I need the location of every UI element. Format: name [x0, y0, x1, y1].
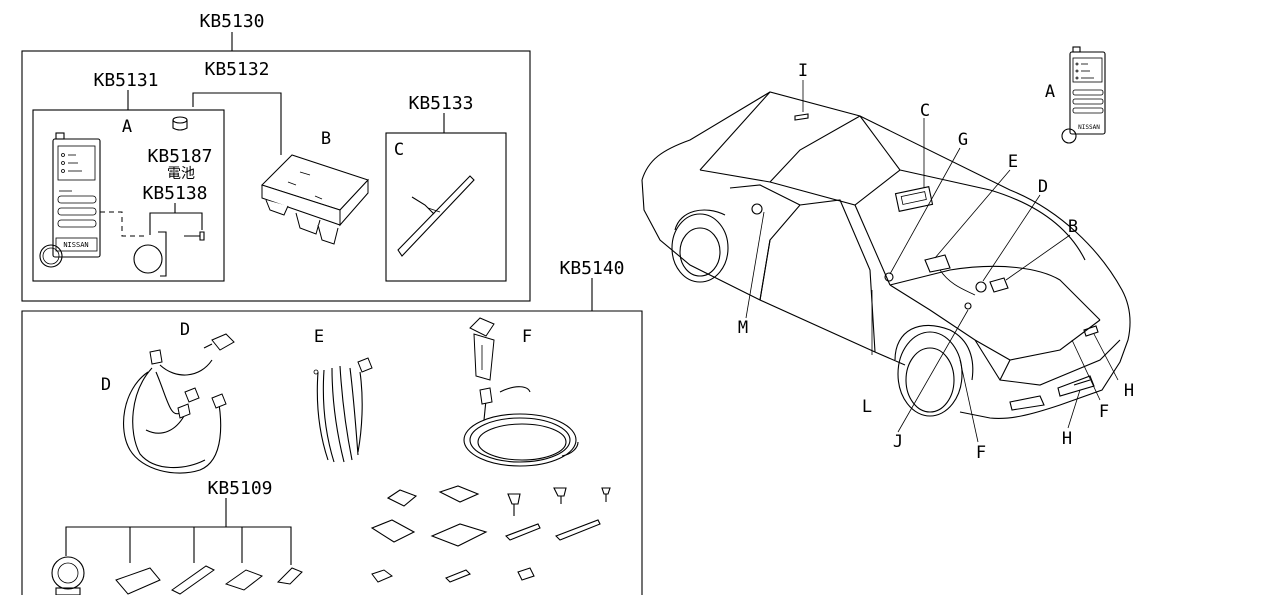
letter-f-car-bottom: F [976, 443, 986, 463]
letter-e-car: E [1008, 152, 1018, 172]
letter-h-car-bottom: H [1062, 429, 1072, 449]
letter-m-car: M [738, 318, 748, 338]
letter-f-car-right: F [1099, 402, 1109, 422]
kit-kb5140-box [21, 310, 643, 595]
letter-c-car: C [920, 101, 930, 121]
remote-brand-text-small: NISSAN [1078, 124, 1100, 131]
letter-f-part: F [522, 327, 532, 347]
kit-kb5140-group: KB5140 D D E [21, 258, 643, 595]
kit-kb5130-box [21, 50, 531, 302]
kit-kb5132-label: KB5132 [204, 59, 269, 80]
letter-h-car-right: H [1124, 381, 1134, 401]
letter-j-car: J [893, 432, 903, 452]
antenna-cable-f-icon [463, 317, 579, 467]
kit-kb5109-label: KB5109 [207, 478, 272, 499]
kit-kb5130-label: KB5130 [199, 11, 264, 32]
letter-l-car: L [862, 397, 872, 417]
holder-clip-icon [133, 231, 205, 277]
letter-d-part-left: D [101, 375, 111, 395]
car-callouts [745, 80, 1119, 443]
letter-g-car: G [958, 130, 968, 150]
antenna-film-icon [397, 175, 475, 257]
letter-b-car: B [1068, 217, 1078, 237]
kit-kb5187-label: KB5187 [147, 146, 212, 167]
harness-e-icon [313, 357, 373, 463]
letter-e-part: E [314, 327, 324, 347]
letter-d-car: D [1038, 177, 1048, 197]
letter-a-car: A [1045, 82, 1055, 102]
kb5109-accessories-icon [51, 556, 303, 595]
letter-a-kit: A [122, 117, 132, 137]
letter-i-car: I [798, 61, 808, 81]
kit-kb5131-box [32, 109, 225, 282]
remote-transmitter-icon: NISSAN [39, 132, 101, 268]
battery-icon [172, 116, 188, 131]
kit-kb5133-label: KB5133 [408, 93, 473, 114]
control-unit-icon [261, 154, 369, 245]
letter-b-kit: B [321, 129, 331, 149]
letter-d-part-top: D [180, 320, 190, 340]
battery-label: 電池 [167, 166, 195, 182]
kit-kb5130-group: KB5130 KB5131 A NISSAN [21, 11, 531, 302]
kit-kb5138-label: KB5138 [142, 183, 207, 204]
harness-d-icon [123, 333, 235, 474]
kit-kb5133-box [385, 132, 507, 282]
kit-kb5131-label: KB5131 [93, 70, 158, 91]
small-parts-icon [370, 485, 611, 583]
car-letters: I C G E D B A H F H J F L M [738, 61, 1134, 463]
remote-brand-text: NISSAN [63, 241, 88, 249]
kit-kb5140-label: KB5140 [559, 258, 624, 279]
car-illustration [641, 91, 1131, 419]
remote-transmitter-small-icon: NISSAN [1061, 46, 1106, 144]
letter-c-kit: C [394, 140, 404, 160]
